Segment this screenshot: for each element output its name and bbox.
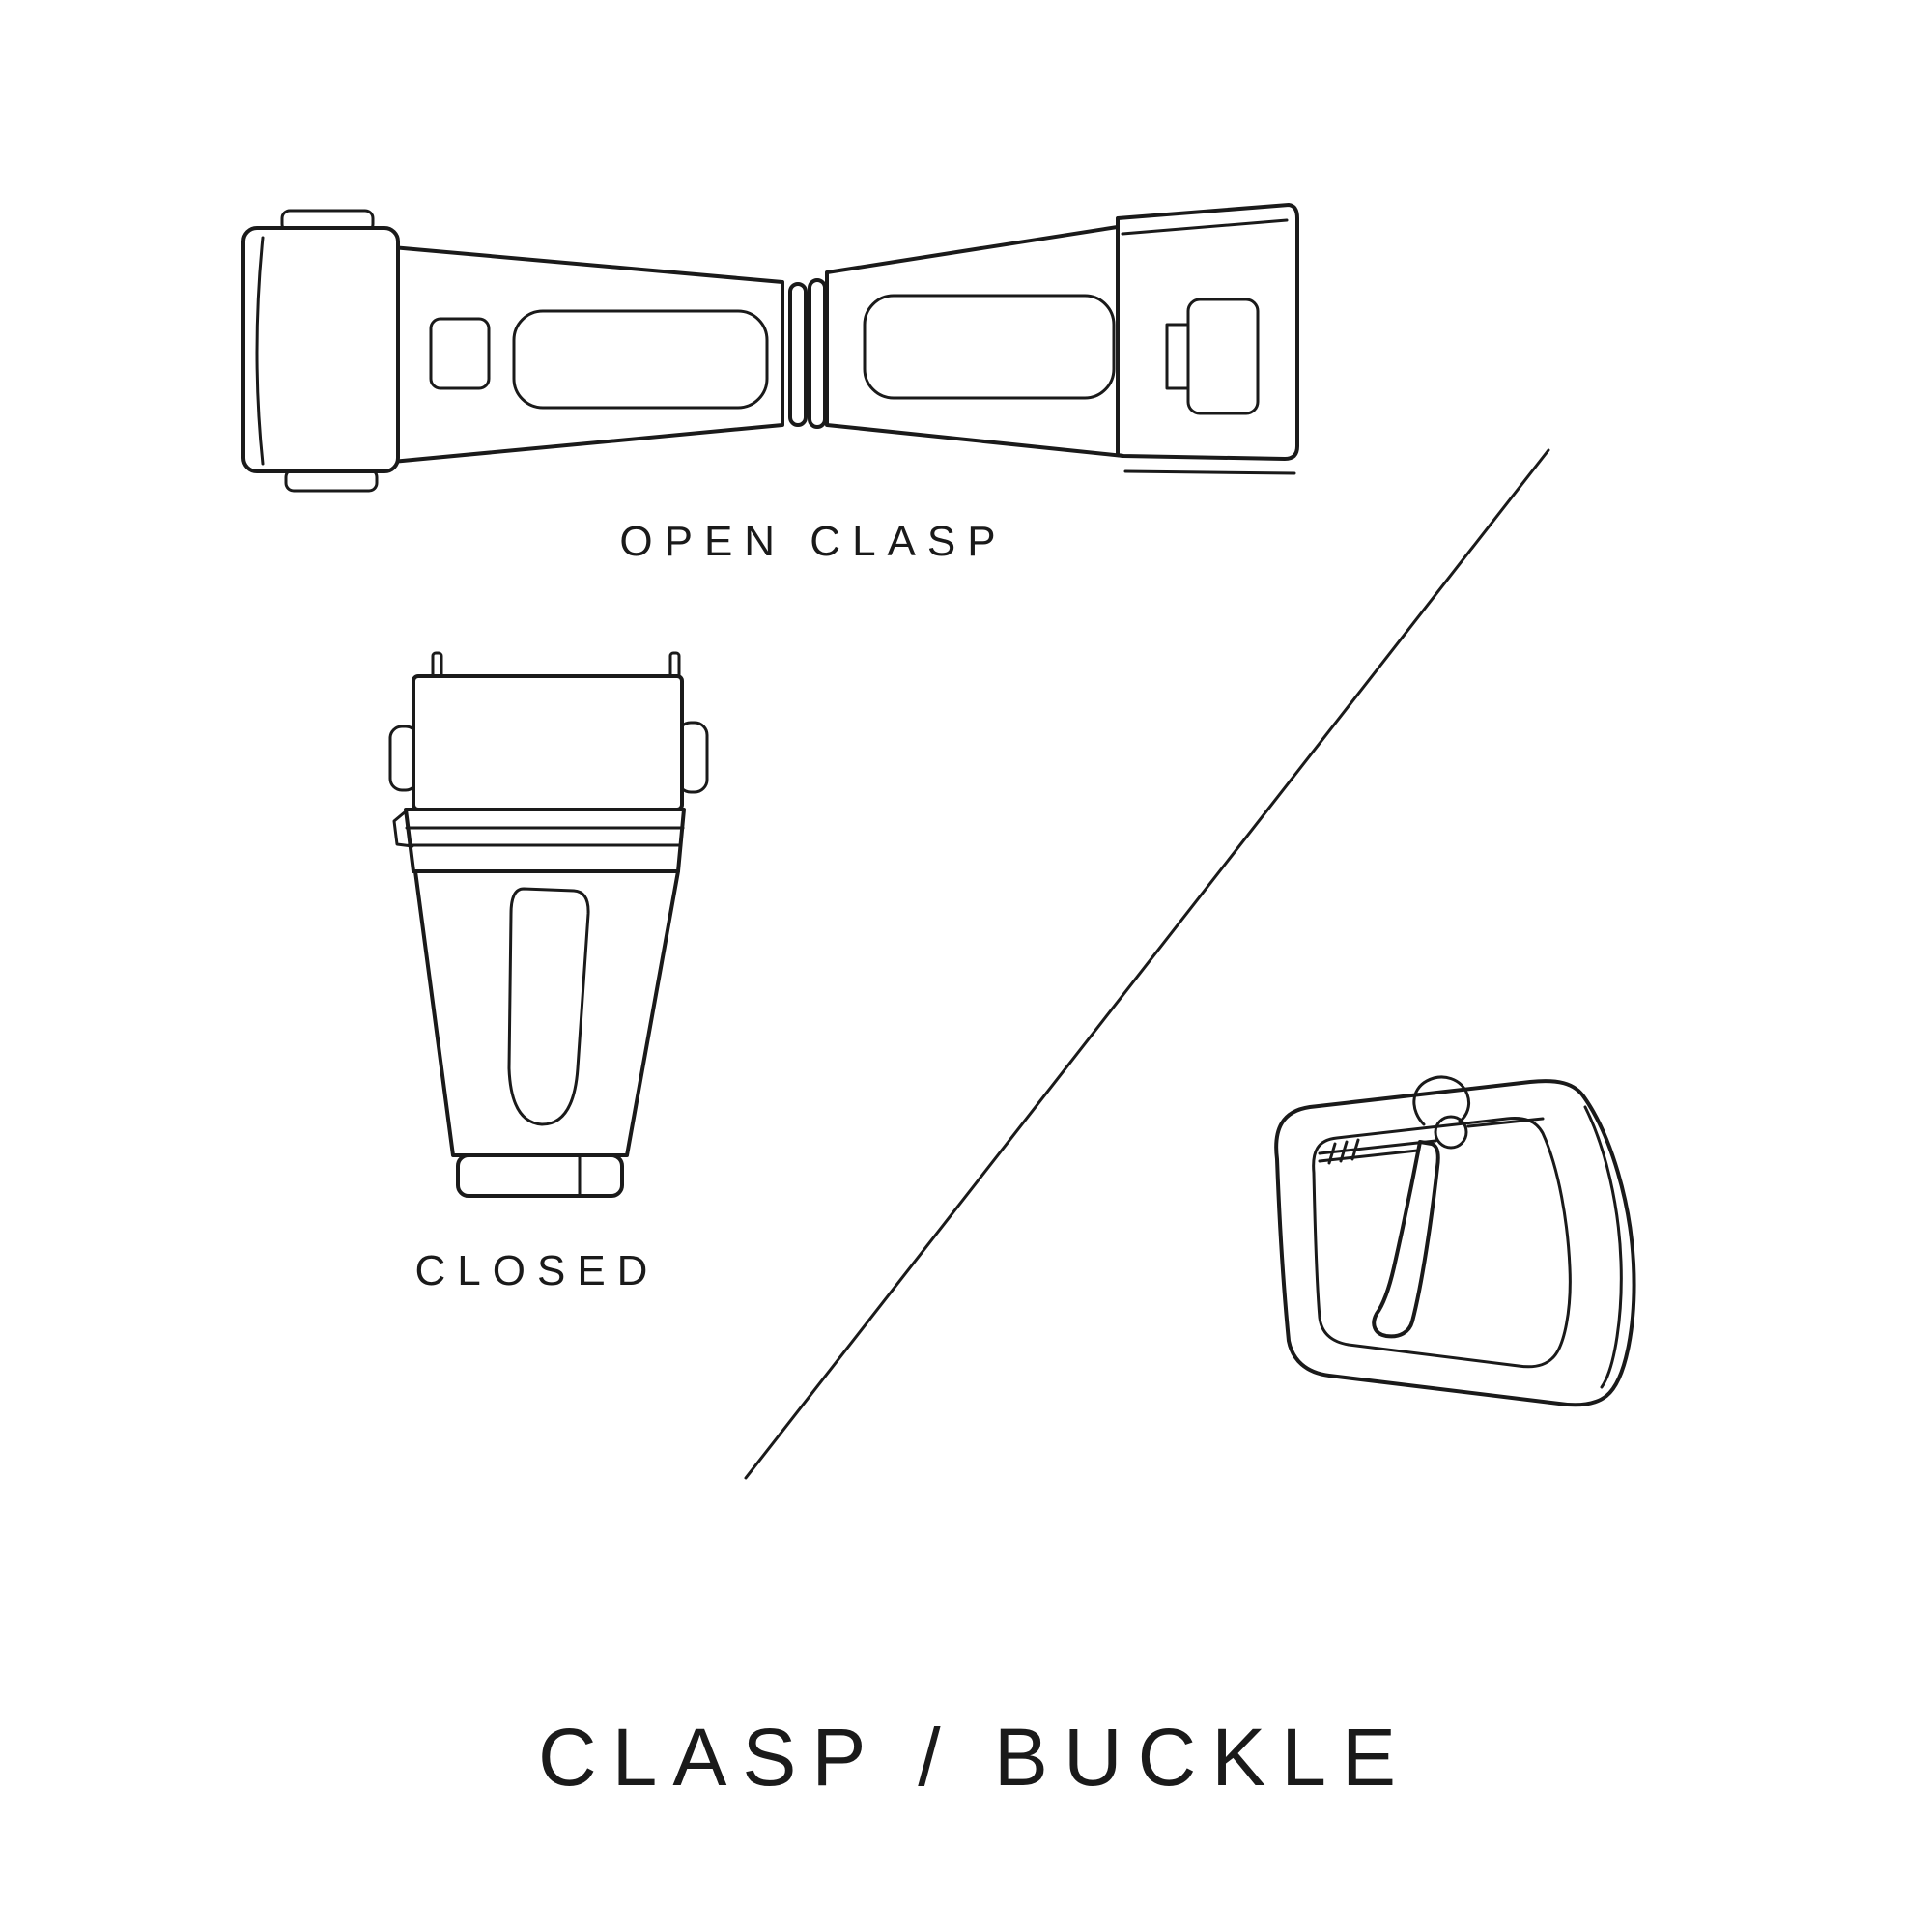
open-clasp-right-keeper bbox=[1186, 298, 1260, 415]
closed-clasp-top-block bbox=[412, 674, 684, 811]
closed-clasp-label: CLOSED bbox=[415, 1247, 660, 1294]
open-clasp-illustration bbox=[242, 203, 1299, 493]
closed-clasp-body bbox=[413, 869, 680, 1157]
open-clasp-hinge-bar-right bbox=[808, 278, 827, 429]
closed-clasp-illustration bbox=[388, 651, 709, 1198]
open-clasp-right-block bbox=[1116, 203, 1299, 461]
divider-line bbox=[744, 448, 1550, 1480]
open-clasp-right-keeper-bracket bbox=[1165, 323, 1190, 390]
open-clasp-right-arm bbox=[825, 224, 1125, 458]
open-clasp-left-arm bbox=[390, 245, 784, 464]
buckle-right-bar-edge-line bbox=[1583, 1105, 1623, 1389]
open-clasp-right-block-top-line bbox=[1121, 218, 1289, 236]
closed-clasp-inner-window bbox=[507, 887, 590, 1126]
closed-clasp-band-tab bbox=[392, 810, 414, 848]
closed-clasp-band bbox=[404, 808, 686, 873]
buckle-spring-coil bbox=[1327, 1138, 1360, 1165]
open-clasp-hinge-bar-left bbox=[788, 282, 808, 427]
open-clasp-end-link bbox=[242, 226, 400, 473]
page-title: CLASP / BUCKLE bbox=[538, 1712, 1411, 1803]
tang-buckle-illustration bbox=[1274, 1075, 1636, 1407]
open-clasp-catch-notch bbox=[429, 317, 491, 390]
open-clasp-left-inner-window bbox=[512, 309, 769, 410]
open-clasp-end-link-fold-line bbox=[255, 236, 265, 466]
buckle-prong-loop bbox=[1434, 1115, 1468, 1150]
buckle-pin bbox=[1318, 1117, 1545, 1163]
closed-clasp-foot bbox=[456, 1153, 624, 1198]
buckle-prong bbox=[1372, 1140, 1440, 1339]
open-clasp-right-block-bottom-line bbox=[1123, 469, 1296, 475]
buckle-inner-opening bbox=[1312, 1117, 1572, 1369]
buckle-prong-hook bbox=[1412, 1075, 1471, 1126]
open-clasp-label: OPEN CLASP bbox=[619, 518, 1007, 565]
open-clasp-right-inner-window bbox=[863, 294, 1116, 400]
